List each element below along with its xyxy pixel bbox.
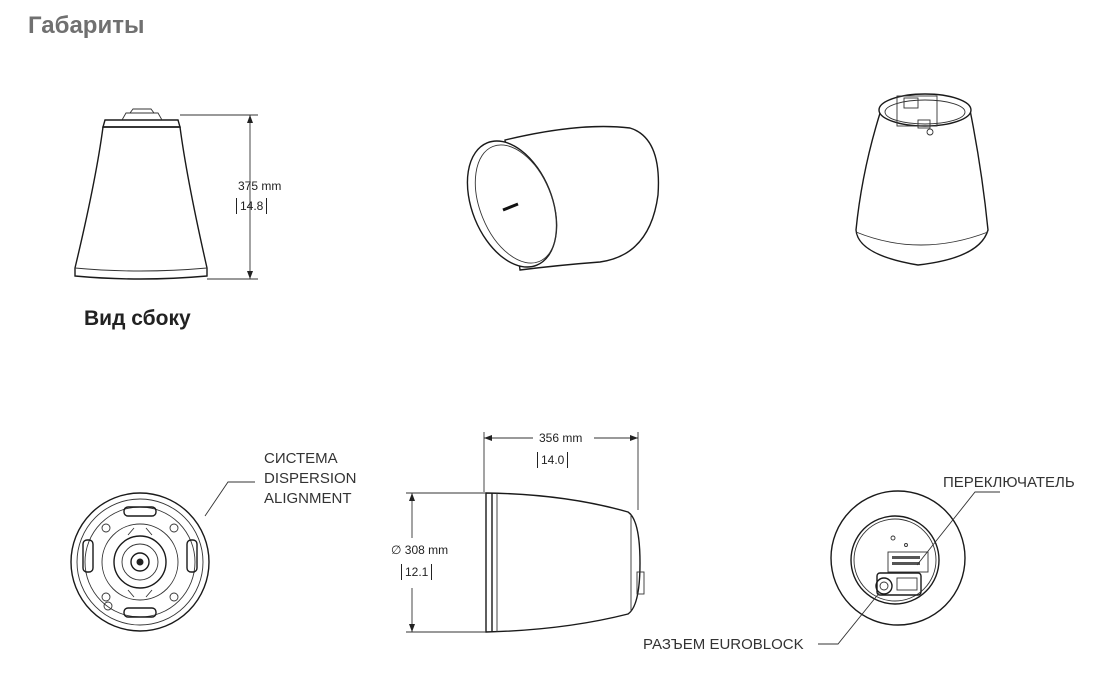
length-inch-label: 14.0 — [537, 452, 569, 468]
rear-connector-drawing — [818, 490, 1000, 645]
height-dimension-line — [180, 114, 258, 280]
diameter-mm-label: ∅ 308 mm — [391, 543, 449, 557]
perspective-front-drawing — [466, 125, 660, 271]
length-mm-label: 356 mm — [539, 431, 583, 445]
switch-callout: ПЕРЕКЛЮЧАТЕЛЬ — [943, 474, 1075, 491]
height-inch-label: 14.8 — [236, 198, 268, 214]
dispersion-line-2: DISPERSION — [264, 470, 357, 487]
height-mm-label: 375 mm — [238, 179, 282, 193]
dispersion-callout: СИСТЕМА DISPERSION ALIGNMENT — [264, 449, 357, 509]
side-section-drawing — [485, 492, 645, 633]
diameter-inch-label: 12.1 — [401, 564, 433, 580]
diameter-dimension-line — [406, 492, 486, 633]
side-view-caption: Вид сбоку — [84, 307, 191, 330]
dispersion-line-1: СИСТЕМА — [264, 450, 338, 467]
dispersion-line-3: ALIGNMENT — [264, 490, 352, 507]
page-title: Габариты — [28, 12, 145, 39]
length-dimension-line — [483, 432, 639, 510]
side-view-drawing — [74, 108, 208, 280]
rear-plan-drawing — [70, 481, 255, 632]
euroblock-callout: РАЗЪЕМ EUROBLOCK — [643, 636, 804, 653]
perspective-rear-drawing — [855, 93, 989, 266]
